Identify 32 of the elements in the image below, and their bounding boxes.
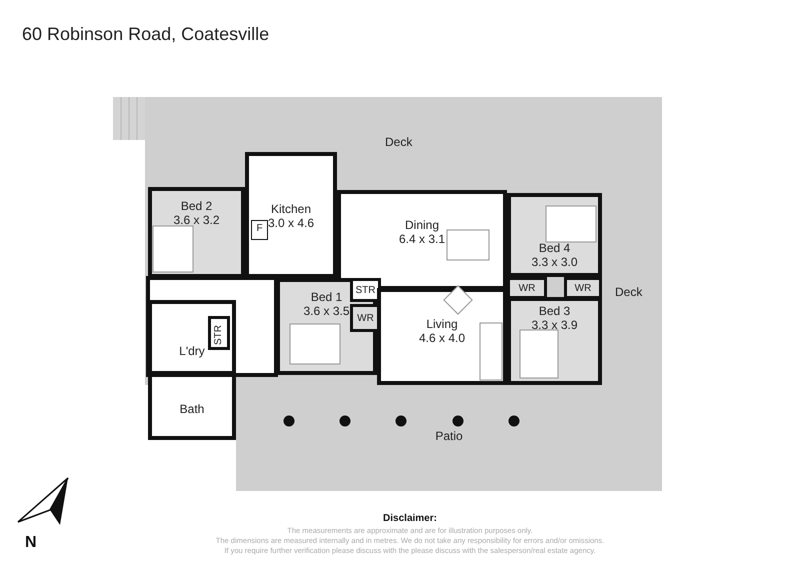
room-name: L'dry <box>179 344 205 358</box>
room-dimensions: 4.6 x 4.0 <box>418 331 466 346</box>
room-dimensions: 3.3 x 3.9 <box>531 318 578 333</box>
room-dimensions: 3.6 x 3.5 <box>303 304 350 319</box>
patio-area <box>236 385 662 491</box>
room-name: Bed 2 <box>180 199 212 214</box>
title: 60 Robinson Road, Coatesville <box>22 24 270 45</box>
room-name: Bed 1 <box>310 290 342 304</box>
room-name: Bed 3 <box>538 304 570 318</box>
room-name: Dining <box>404 218 440 232</box>
fridge-space <box>251 220 268 240</box>
area-label: Deck <box>615 285 642 300</box>
room-name: Patio <box>435 429 463 444</box>
room-name: Bath <box>180 402 204 416</box>
room-name: WR <box>574 283 592 295</box>
storage-cupboard <box>350 278 381 302</box>
room-name: WR <box>357 313 374 325</box>
room-name: F <box>256 223 263 235</box>
area-label: Deck <box>385 135 412 150</box>
room-dimensions: 3.6 x 3.2 <box>173 213 220 228</box>
room-dimensions: 3.0 x 4.6 <box>268 216 314 231</box>
room-dimensions: 3.3 x 3.0 <box>531 255 578 270</box>
disclaimer-heading: Disclaimer: <box>383 513 437 524</box>
room-name: WR <box>518 283 536 295</box>
room-name: STR <box>356 285 376 297</box>
storage-cupboard <box>208 316 230 350</box>
room-dimensions: 6.4 x 3.1 <box>398 232 446 247</box>
north-label: N <box>25 534 37 552</box>
room-name: Bed 4 <box>538 241 570 256</box>
room-name: STR <box>213 325 225 345</box>
room-name: Living <box>426 317 458 332</box>
room-name: Kitchen <box>270 202 312 216</box>
